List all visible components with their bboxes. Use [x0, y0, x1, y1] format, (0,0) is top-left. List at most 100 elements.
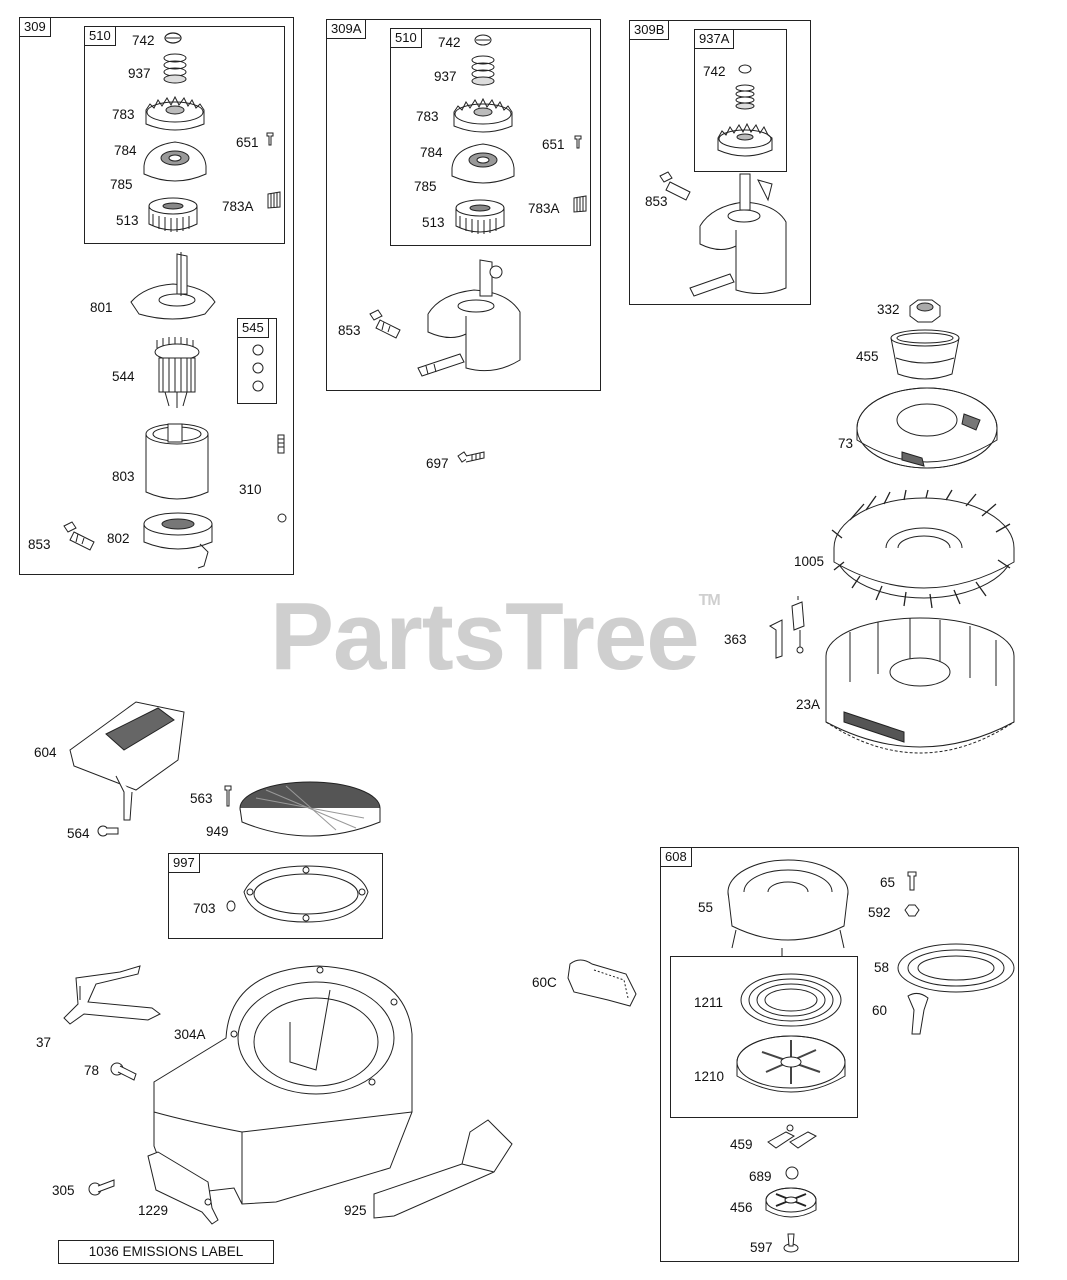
screw-703-drawing	[224, 898, 238, 914]
part-label-703: 703	[193, 901, 216, 916]
retainer-783A-drawing	[266, 190, 282, 210]
part-label-785: 785	[414, 179, 437, 194]
group-937A-tag: 937A	[695, 30, 735, 49]
part-label-949: 949	[206, 824, 229, 839]
group-510-tag: 510	[391, 29, 422, 48]
part-label-37: 37	[36, 1035, 52, 1050]
part-label-455: 455	[856, 349, 879, 364]
nut-592-drawing	[902, 902, 922, 920]
guard-925-drawing	[370, 1110, 518, 1228]
part-label-332: 332	[877, 302, 900, 317]
part-label-742: 742	[703, 64, 726, 79]
part-label-801: 801	[90, 300, 113, 315]
group-rewind-spring-box	[670, 956, 858, 1118]
group-510-box-starter-a: 510	[84, 26, 285, 244]
starter-motor-309A-drawing	[410, 256, 532, 380]
group-937A-box: 937A	[694, 29, 787, 172]
group-545-box: 545	[237, 318, 277, 404]
terminal-853-drawing	[60, 520, 104, 556]
rope-58-drawing	[894, 940, 1018, 1000]
part-label-784: 784	[420, 145, 443, 160]
screw-65-drawing	[904, 870, 920, 892]
starter-motor-309B-drawing	[684, 170, 794, 298]
part-label-60: 60	[872, 1003, 888, 1018]
group-545-tag: 545	[238, 319, 269, 338]
part-label-513: 513	[116, 213, 139, 228]
fan-1005-drawing	[830, 490, 1018, 614]
pulley-1210-drawing	[732, 1032, 850, 1112]
pinion-gear-937A-drawing	[714, 118, 776, 166]
bolt-697-drawing	[456, 448, 486, 468]
spring-937A-drawing	[732, 82, 758, 112]
group-997-box: 997	[168, 853, 383, 939]
rewind-housing-55-drawing	[722, 856, 852, 956]
part-label-1005: 1005	[794, 554, 825, 569]
part-label-363: 363	[724, 632, 747, 647]
screen-73-drawing	[852, 380, 1002, 484]
part-label-803: 803	[112, 469, 135, 484]
part-label-784: 784	[114, 143, 137, 158]
part-label-73: 73	[838, 436, 854, 451]
screw-564-drawing	[96, 822, 120, 840]
spring-689-drawing	[780, 1164, 804, 1182]
clutch-513-drawing	[452, 198, 508, 234]
terminal-853-drawing	[366, 308, 410, 344]
part-label-853: 853	[28, 537, 51, 552]
partstree-watermark: PartsTreeTM	[270, 583, 721, 690]
part-label-563: 563	[190, 791, 213, 806]
nut-332-drawing	[906, 296, 944, 326]
housing-803-drawing	[142, 422, 212, 508]
bracket-1229-drawing	[142, 1150, 224, 1226]
brush-spring-545-drawing	[246, 342, 270, 398]
group-309-tag: 309	[20, 18, 51, 37]
washer-310-drawing	[276, 512, 288, 524]
pinion-gear-783-drawing	[142, 90, 208, 140]
screw-305-drawing	[86, 1176, 116, 1198]
retaining-clip-742-drawing	[472, 32, 494, 48]
part-label-78: 78	[84, 1063, 100, 1078]
baffle-37-drawing	[60, 962, 164, 1036]
screen-949-drawing	[236, 778, 384, 850]
part-label-544: 544	[112, 369, 135, 384]
drive-end-cap-801-drawing	[125, 250, 221, 328]
retaining-clip-742-drawing	[162, 30, 184, 46]
part-label-1229: 1229	[138, 1203, 169, 1218]
group-309A-tag: 309A	[327, 20, 367, 39]
part-label-1211: 1211	[694, 995, 724, 1010]
group-510-box-starter-b: 510	[390, 28, 591, 246]
part-label-58: 58	[874, 960, 890, 975]
part-label-925: 925	[344, 1203, 367, 1218]
part-label-937: 937	[128, 66, 151, 81]
part-label-310: 310	[239, 482, 262, 497]
emissions-label-box: 1036 EMISSIONS LABEL	[58, 1240, 274, 1264]
part-label-23A: 23A	[796, 697, 821, 712]
end-cap-784-drawing	[138, 136, 212, 190]
retainer-783A-drawing	[572, 194, 588, 214]
flywheel-23A-drawing	[820, 612, 1020, 772]
part-label-65: 65	[880, 875, 896, 890]
group-997-tag: 997	[169, 854, 200, 873]
part-label-697: 697	[426, 456, 449, 471]
spring-937-drawing	[468, 54, 498, 90]
part-label-456: 456	[730, 1200, 753, 1215]
screw-597-drawing	[782, 1232, 800, 1254]
part-label-60C: 60C	[532, 975, 557, 990]
part-label-305: 305	[52, 1183, 75, 1198]
part-label-783A: 783A	[222, 199, 254, 214]
terminal-853-drawing	[656, 170, 700, 204]
screw-78-drawing	[108, 1060, 138, 1082]
cup-455-drawing	[886, 328, 964, 384]
group-510-tag: 510	[85, 27, 116, 46]
part-label-651: 651	[542, 137, 565, 152]
bolt-310-drawing	[274, 433, 288, 455]
part-label-783: 783	[112, 107, 135, 122]
part-label-592: 592	[868, 905, 891, 920]
screw-563-drawing	[222, 784, 234, 808]
armature-544-drawing	[149, 337, 205, 408]
group-608-tag: 608	[661, 848, 692, 867]
part-label-55: 55	[698, 900, 714, 915]
group-309A-box: 309A	[326, 19, 601, 391]
part-label-853: 853	[645, 194, 668, 209]
gasket-703-drawing	[236, 860, 376, 928]
